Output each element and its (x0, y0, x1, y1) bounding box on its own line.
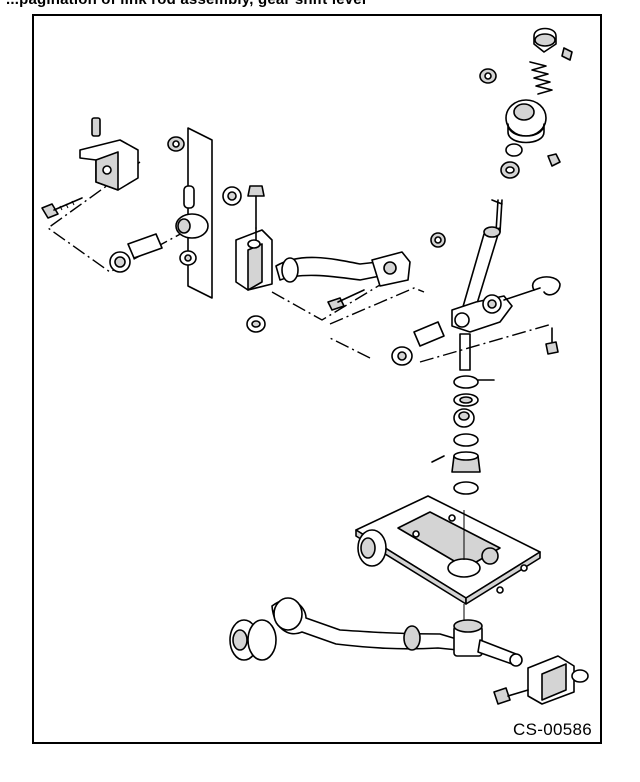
boot (357, 529, 387, 567)
clevis (235, 227, 273, 291)
clip (531, 276, 561, 296)
bolt-housing (547, 153, 561, 167)
nut (430, 232, 446, 248)
assembly-plane-lever (329, 287, 425, 325)
assembly-plane-lever-right (419, 323, 553, 363)
collar (413, 321, 445, 347)
figure-frame (32, 14, 602, 744)
lower-shaft (459, 333, 471, 371)
assembly-plane-lever-lower (329, 337, 371, 359)
mounting-plate (187, 127, 213, 299)
cap-nut (451, 451, 481, 473)
lever-joint (451, 287, 541, 333)
joint-block (453, 604, 483, 657)
ball-seat (453, 408, 475, 428)
bolt-left (41, 197, 83, 219)
collar (127, 233, 163, 259)
bracket (79, 139, 139, 191)
washer (222, 186, 242, 206)
bolt-rear (493, 687, 529, 705)
lever-housing (505, 99, 547, 144)
bushing (175, 213, 209, 239)
rod-extension (477, 639, 523, 667)
shift-lever (457, 199, 503, 325)
nut (179, 250, 197, 266)
o-ring (453, 393, 479, 407)
o-ring (453, 375, 495, 389)
o-ring (453, 481, 479, 495)
nut (246, 315, 266, 333)
figure-code: CS-00586 (513, 720, 592, 739)
clipped-header-text: ...pagination of link rod assembly, gear… (0, 0, 640, 14)
washer (505, 143, 523, 157)
stay-rod (275, 256, 381, 283)
o-ring (453, 433, 479, 447)
shift-knob (533, 27, 573, 61)
link-rod (271, 597, 461, 651)
nut (479, 68, 497, 84)
spring (529, 61, 553, 95)
pin (431, 455, 445, 463)
rod-end (371, 251, 411, 287)
washer (109, 251, 131, 273)
washer (500, 161, 520, 179)
washer (391, 346, 413, 366)
spacer (183, 185, 195, 209)
bolt-vertical (247, 185, 265, 229)
pin (91, 117, 101, 137)
bolt-right (545, 327, 559, 355)
nut (167, 136, 185, 152)
bolt-stay (327, 289, 365, 311)
rear-bracket (527, 655, 589, 705)
bushing-front (229, 619, 277, 661)
